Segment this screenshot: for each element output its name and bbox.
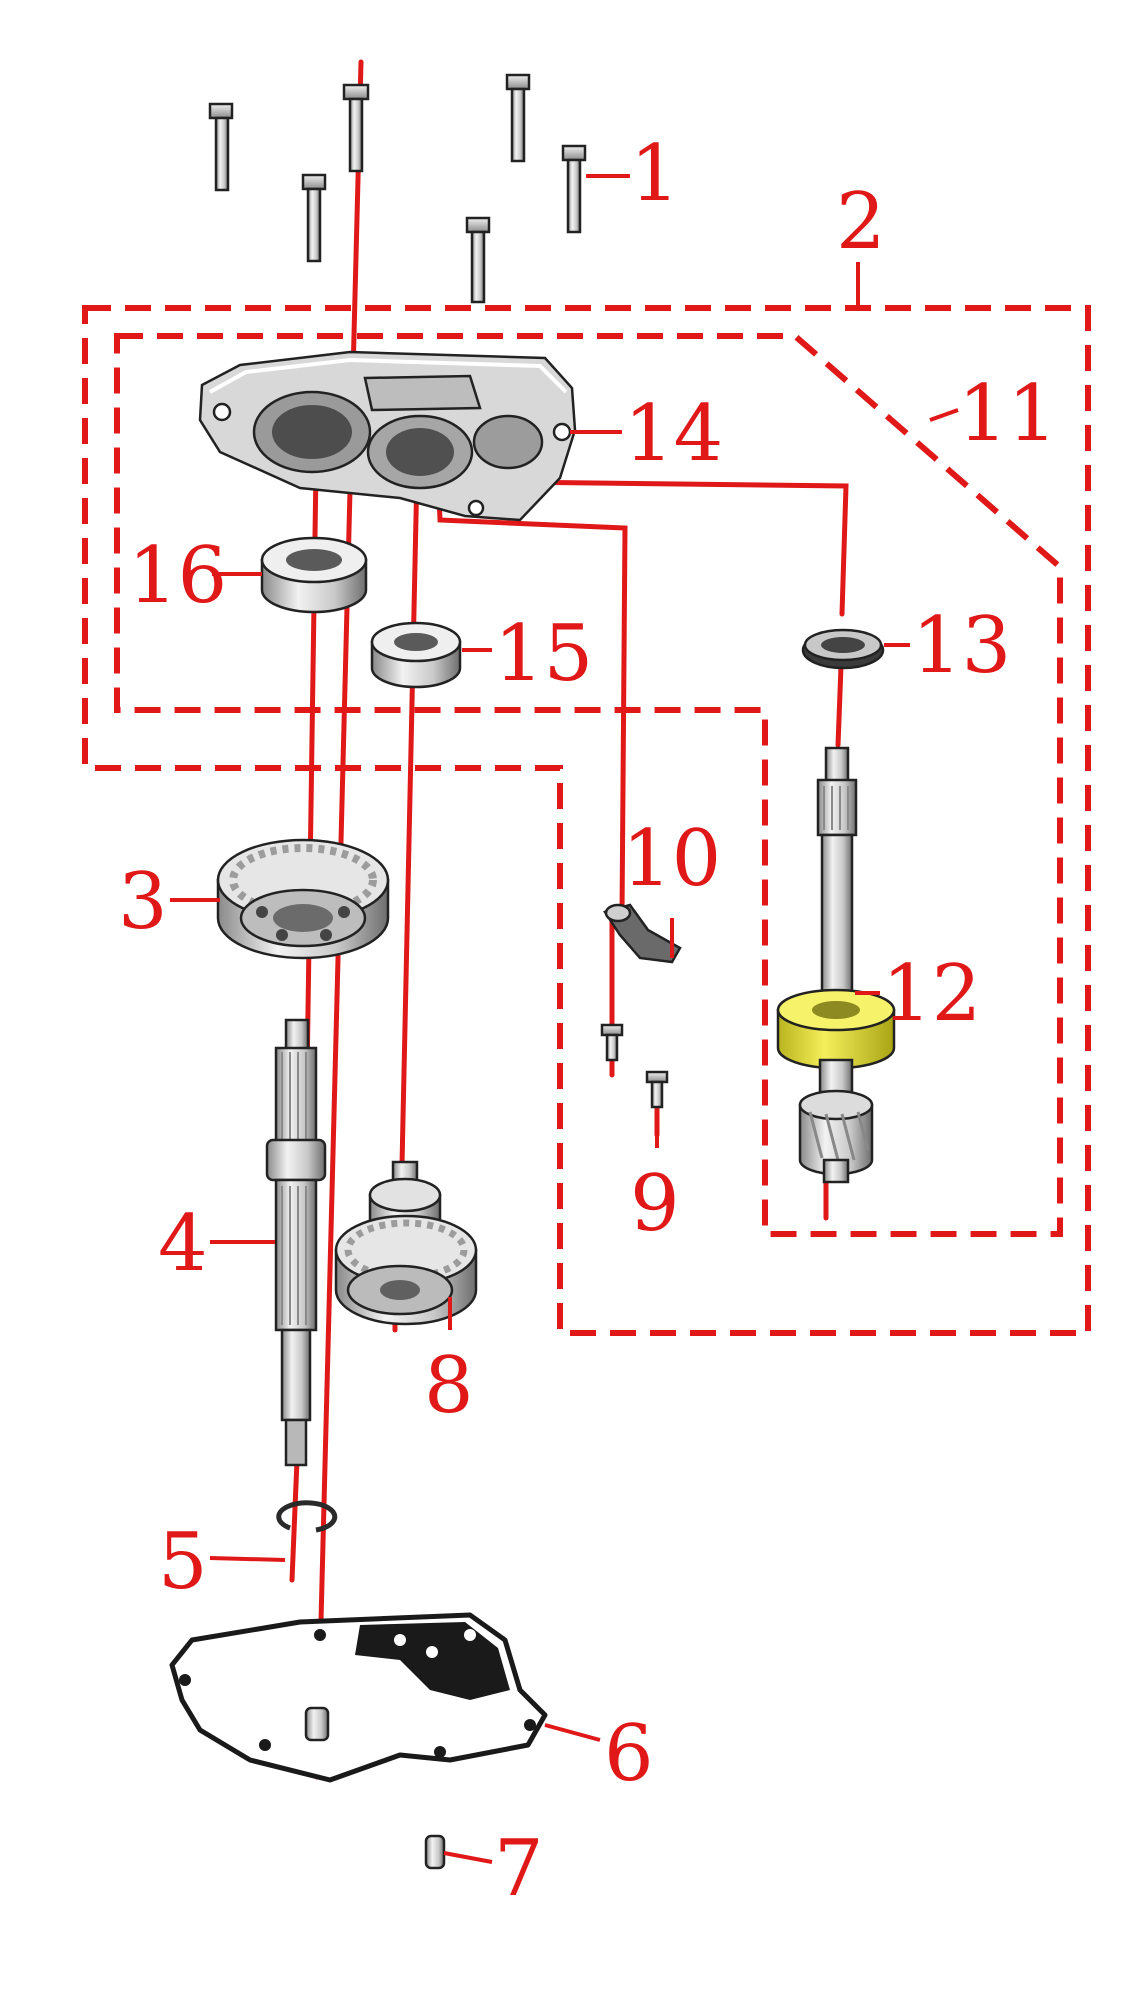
callout-5: 5 <box>158 1517 208 1607</box>
sub-assembly-group-11-boundary <box>114 333 1063 1237</box>
flange-bolt-icon <box>208 73 587 304</box>
bracket-icon <box>603 903 682 964</box>
callout-10: 10 <box>622 814 721 904</box>
dowel-pin-icon <box>424 1834 446 1870</box>
ball-bearing-icon <box>370 621 462 689</box>
spur-gear-icon <box>216 838 390 960</box>
gasket-icon <box>169 1612 548 1783</box>
callout-9: 9 <box>630 1159 680 1249</box>
circlip-icon <box>276 1500 338 1533</box>
callout-15: 15 <box>494 609 593 699</box>
callout-leader-lines <box>170 174 959 1864</box>
small-bolt-icon <box>600 1023 669 1109</box>
callout-1: 1 <box>630 129 680 219</box>
callout-8: 8 <box>424 1341 474 1431</box>
callout-13: 13 <box>912 601 1011 691</box>
cluster-gear-icon <box>334 1160 478 1326</box>
callout-2: 2 <box>836 177 886 267</box>
callout-11: 11 <box>958 369 1057 459</box>
callout-6: 6 <box>604 1709 654 1799</box>
gear-case-cover-icon <box>198 350 577 522</box>
callout-12: 12 <box>882 949 981 1039</box>
oil-seal-icon <box>801 628 885 670</box>
callout-14: 14 <box>624 389 723 479</box>
callout-4: 4 <box>158 1199 208 1289</box>
callout-16: 16 <box>128 531 227 621</box>
callout-3: 3 <box>118 857 168 947</box>
callout-7: 7 <box>494 1824 544 1914</box>
assembly-group-2-boundary <box>82 305 1091 1336</box>
splined-shaft-icon <box>265 1018 327 1467</box>
callout-labels: 1 2 11 14 16 15 13 10 3 12 4 9 8 5 6 7 <box>118 129 1057 1914</box>
output-shaft-icon <box>776 746 896 1184</box>
ball-bearing-icon <box>260 536 368 614</box>
